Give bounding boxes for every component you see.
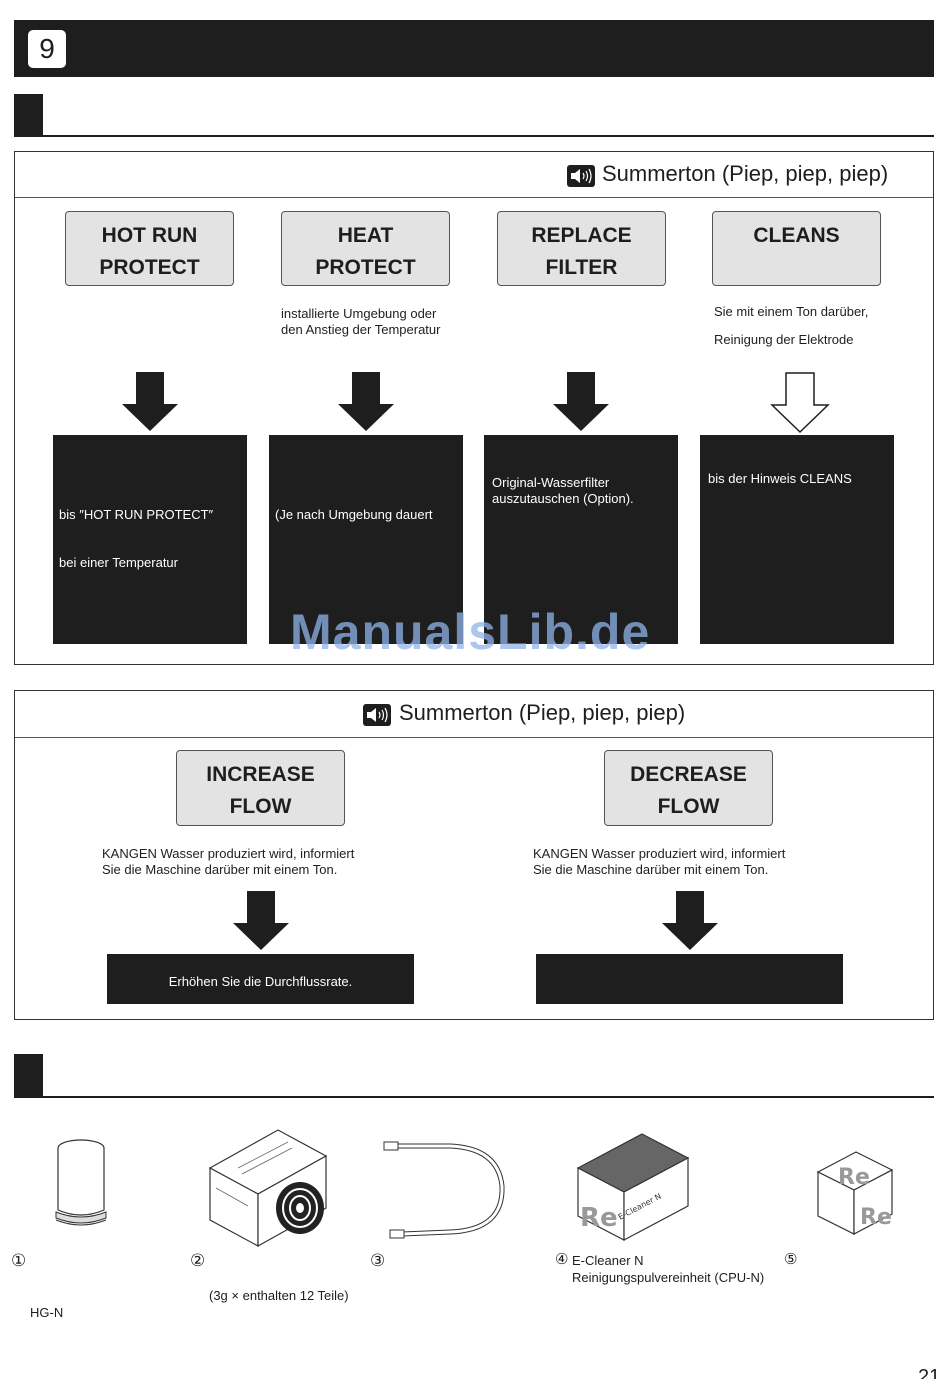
accessory-caption-detail: Reinigungspulvereinheit (CPU-N) [572, 1270, 765, 1285]
accessory-number: ③ [370, 1251, 386, 1270]
note-line: Sie die Maschine darüber mit einem Ton. [533, 862, 769, 877]
cleans-note-1: Sie mit einem Ton darüber, [714, 304, 869, 319]
down-arrow-icon [122, 372, 178, 431]
decrease-flow-note: KANGEN Wasser produziert wird, informier… [533, 846, 785, 878]
heat-box-text: (Je nach Umgebung dauert [275, 507, 433, 522]
display-replace-filter: REPLACE FILTER [497, 211, 666, 286]
chapter-header-bar [14, 20, 934, 77]
section-marker-1 [14, 94, 43, 137]
accessory-caption-detail: (3g × enthalten 12 Teile) [209, 1288, 349, 1303]
heat-protect-box [269, 435, 463, 644]
display-cleans: CLEANS [712, 211, 881, 286]
display-line: DECREASE [630, 763, 747, 786]
down-arrow-outline-icon [770, 372, 830, 434]
display-decrease-flow: DECREASE FLOW [604, 750, 773, 826]
down-arrow-icon [233, 891, 289, 950]
cube-brand-mark: Re [838, 1165, 870, 1190]
watermark: ManualsLib.de [290, 604, 651, 660]
replace-filter-box [484, 435, 678, 644]
panel-header-divider [15, 197, 933, 198]
display-line: REPLACE [531, 224, 632, 247]
accessory-caption-detail: HG-N [30, 1305, 64, 1320]
box-line: auszutauschen (Option). [492, 491, 634, 506]
section-rule-1 [14, 135, 934, 137]
box-line: Original-Wasserfilter [492, 475, 610, 490]
cleaning-hose-image [383, 1141, 505, 1239]
e-cleaner-box-image: Re E-Cleaner N [576, 1133, 690, 1241]
display-line: PROTECT [99, 256, 200, 279]
accessory-number: ⑤ [784, 1251, 798, 1268]
hot-run-protect-box [53, 435, 247, 644]
beep-label: Summerton (Piep, piep, piep) [399, 700, 686, 725]
accessory-caption: E-Cleaner N [572, 1253, 644, 1268]
down-arrow-icon [553, 372, 609, 431]
display-hot-run-protect: HOT RUN PROTECT [65, 211, 234, 286]
accessory-number: ① [11, 1251, 27, 1270]
note-line: Sie die Maschine darüber mit einem Ton. [102, 862, 338, 877]
section-rule-2 [14, 1096, 934, 1098]
increase-flow-box-text: Erhöhen Sie die Durchflussrate. [168, 974, 353, 989]
hot-run-box-text-1: bis ″HOT RUN PROTECT″ [59, 507, 214, 522]
down-arrow-icon [662, 891, 718, 950]
note-line: KANGEN Wasser produziert wird, informier… [102, 846, 355, 861]
display-line: FLOW [229, 795, 292, 818]
accessory-number: ④ [555, 1251, 569, 1268]
speaker-icon [363, 704, 391, 726]
cleans-box [700, 435, 894, 644]
speaker-icon [567, 165, 595, 187]
panel-header-divider [15, 737, 933, 738]
display-line: CLEANS [753, 224, 840, 247]
down-arrow-icon [338, 372, 394, 431]
powder-cube-image: Re Re [816, 1151, 894, 1235]
increase-flow-box [107, 954, 414, 1004]
note-line: KANGEN Wasser produziert wird, informier… [533, 846, 786, 861]
display-line: FLOW [657, 795, 720, 818]
display-line: FILTER [545, 256, 618, 279]
cleans-note-2: Reinigung der Elektrode [714, 332, 854, 347]
beep-label: Summerton (Piep, piep, piep) [602, 161, 889, 186]
cleaning-tablet-box-image [208, 1129, 328, 1248]
hot-run-box-text-2: bei einer Temperatur [59, 555, 178, 570]
display-line: HOT RUN [101, 224, 198, 247]
display-line: INCREASE [206, 763, 315, 786]
display-line: PROTECT [315, 256, 416, 279]
filter-cartridge-image [55, 1139, 107, 1226]
note-line: den Anstieg der Temperatur [281, 322, 441, 337]
filter-box-text: Original-Wasserfilter auszutauschen (Opt… [492, 475, 634, 507]
display-heat-protect: HEAT PROTECT [281, 211, 450, 286]
cube-brand-mark: Re [860, 1205, 892, 1230]
note-line: installierte Umgebung oder [281, 306, 437, 321]
section-marker-2 [14, 1054, 43, 1097]
page-number: 21 [918, 1366, 941, 1379]
increase-flow-note: KANGEN Wasser produziert wird, informier… [102, 846, 354, 878]
display-increase-flow: INCREASE FLOW [176, 750, 345, 826]
cleans-box-text: bis der Hinweis CLEANS [708, 471, 852, 486]
decrease-flow-box [536, 954, 843, 1004]
display-line: HEAT [337, 224, 394, 247]
heat-protect-note: installierte Umgebung oder den Anstieg d… [281, 306, 440, 338]
chapter-number: 9 [28, 30, 66, 68]
box-brand-mark: Re [580, 1203, 618, 1233]
accessory-number: ② [190, 1251, 206, 1270]
